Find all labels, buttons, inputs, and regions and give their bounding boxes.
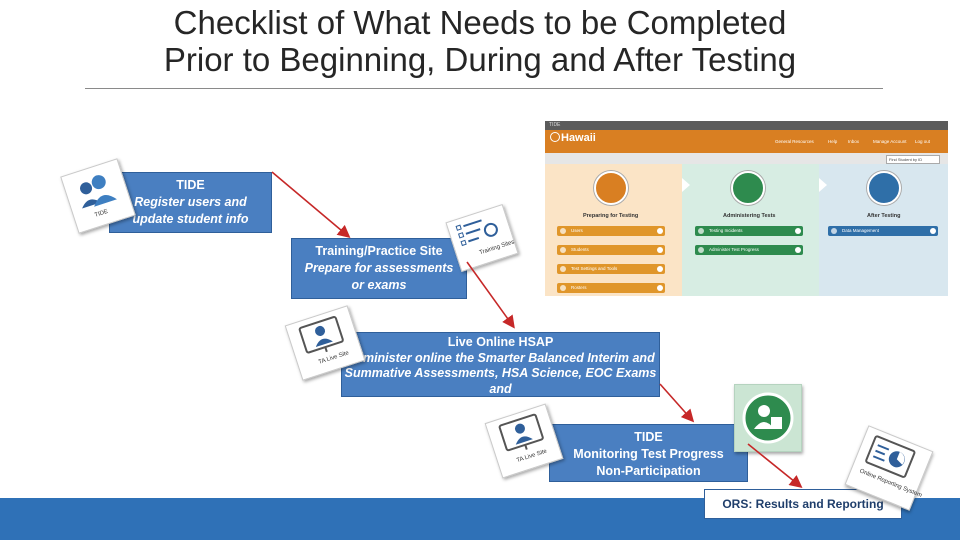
administering-icon — [731, 171, 765, 205]
menu-testing-incidents-label: Testing Incidents — [709, 228, 743, 233]
incidents-icon — [698, 228, 704, 234]
step-tide-register: TIDE Register users and update student i… — [109, 172, 272, 233]
step-training-line1: Prepare for assessments — [304, 261, 454, 275]
tide-dashboard-screenshot: TIDE Hawaii General Resources Help Inbox… — [545, 121, 948, 296]
users-icon — [560, 228, 566, 234]
step-training-site: Training/Practice Site Prepare for asses… — [291, 238, 467, 299]
logo-icon — [550, 132, 560, 142]
step-tide-line2: update student info — [132, 212, 249, 226]
user-link-resources[interactable]: General Resources — [775, 139, 814, 144]
monitor-user-icon — [298, 316, 344, 354]
step-monitor-line2: Non-Participation — [596, 464, 701, 478]
arrow-live-to-monitor — [659, 383, 695, 423]
checklist-icon — [455, 219, 498, 247]
chevron-down-icon — [657, 228, 663, 234]
user-link-logout[interactable]: Log out — [915, 139, 931, 144]
tide-card: TIDE — [60, 158, 136, 234]
flow-arrow-1 — [682, 178, 690, 192]
slide-title: Checklist of What Needs to be Completed … — [0, 4, 960, 78]
dashboard-logo: Hawaii — [550, 132, 596, 144]
training-card: Training Sites — [445, 204, 519, 272]
step-live-heading: Live Online HSAP — [447, 335, 554, 349]
menu-test-settings[interactable]: Test Settings and Tools — [557, 264, 665, 274]
flow-arrow-2 — [819, 178, 827, 192]
title-line-1: Checklist of What Needs to be Completed — [173, 4, 787, 41]
menu-test-settings-label: Test Settings and Tools — [571, 266, 618, 271]
chevron-down-icon — [930, 228, 936, 234]
menu-data-management-label: Data Management — [842, 228, 880, 233]
students-icon — [560, 247, 566, 253]
menu-rosters[interactable]: Rosters — [557, 283, 665, 293]
chevron-down-icon — [795, 228, 801, 234]
reporting-monitor-icon — [865, 435, 916, 478]
preparing-icon — [594, 171, 628, 205]
step-monitor-heading: TIDE — [634, 430, 663, 444]
user-link-account[interactable]: Manage Account — [873, 139, 907, 144]
title-divider — [85, 88, 883, 89]
step-tide-monitoring: TIDE Monitoring Test Progress Non-Partic… — [549, 424, 748, 482]
find-student-input[interactable]: Find Student by ID — [886, 155, 940, 164]
menu-testing-incidents[interactable]: Testing Incidents — [695, 226, 803, 236]
after-testing-title: After Testing — [867, 213, 901, 219]
after-testing-icon — [867, 171, 901, 205]
step-tide-heading: TIDE — [176, 178, 205, 192]
menu-test-progress-label: Administer Test Progress — [709, 247, 759, 252]
rosters-icon — [560, 285, 566, 291]
administering-badge — [734, 384, 802, 452]
monitor-user-icon — [498, 413, 544, 452]
dashboard-topbar: TIDE — [545, 121, 948, 130]
menu-users-label: Users — [571, 228, 583, 233]
data-icon — [831, 228, 837, 234]
users-group-icon — [80, 175, 117, 209]
step-tide-line1: Register users and — [134, 195, 247, 209]
settings-icon — [560, 266, 566, 272]
step-monitor-line1: Monitoring Test Progress — [573, 447, 724, 461]
chevron-down-icon — [657, 266, 663, 272]
chevron-down-icon — [657, 285, 663, 291]
menu-students-label: Students — [571, 247, 589, 252]
step-training-line2: or exams — [351, 278, 407, 292]
arrow-training-to-live — [466, 261, 515, 329]
dashboard-header — [545, 130, 948, 153]
ors-card: Online Reporting System — [844, 425, 934, 511]
logo-text: Hawaii — [561, 132, 596, 144]
administering-icon — [742, 392, 794, 444]
menu-rosters-label: Rosters — [571, 285, 587, 290]
progress-icon — [698, 247, 704, 253]
title-line-2: Prior to Beginning, During and After Tes… — [163, 41, 797, 78]
menu-users[interactable]: Users — [557, 226, 665, 236]
arrow-monitor-to-ors — [747, 443, 803, 489]
ta-live-card-1: TA Live Site — [284, 305, 366, 381]
step-training-heading: Training/Practice Site — [315, 244, 443, 258]
step-live-line1: Administer online the Smarter Balanced I… — [346, 350, 655, 365]
preparing-title: Preparing for Testing — [583, 213, 639, 219]
administering-title: Administering Tests — [723, 213, 776, 219]
ta-live-card-2: TA Live Site — [484, 403, 564, 479]
step-live-line2: Summative Assessments, HSA Science, EOC … — [344, 366, 657, 396]
menu-students[interactable]: Students — [557, 245, 665, 255]
dashboard-topbar-label: TIDE — [549, 122, 561, 128]
chevron-down-icon — [657, 247, 663, 253]
menu-test-progress[interactable]: Administer Test Progress — [695, 245, 803, 255]
dashboard-subbar: Find Student by ID — [545, 153, 948, 164]
user-link-help[interactable]: Help — [828, 139, 838, 144]
arrow-tide-to-training — [271, 171, 351, 239]
chevron-down-icon — [795, 247, 801, 253]
menu-data-management[interactable]: Data Management — [828, 226, 938, 236]
user-link-inbox[interactable]: Inbox — [848, 139, 860, 144]
